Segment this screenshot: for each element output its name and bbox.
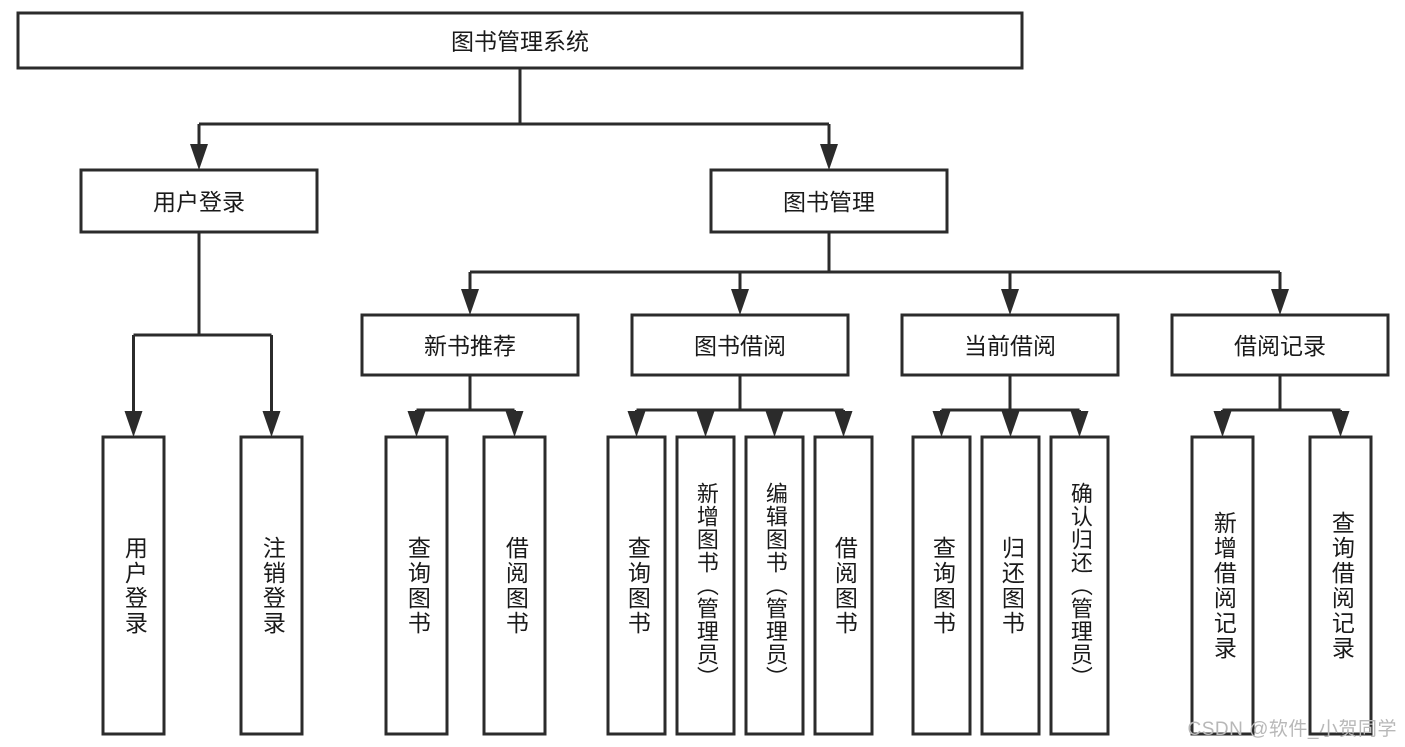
connector-layer xyxy=(124,68,1350,437)
node-root: 图书管理系统 xyxy=(451,29,589,55)
node-level3-2: 当前借阅 xyxy=(964,333,1056,359)
node-box-layer xyxy=(16,11,1390,736)
node-level3-0: 新书推荐 xyxy=(424,333,516,359)
node-level2-0: 用户登录 xyxy=(153,189,245,215)
watermark: CSDN @软件_小贺同学 xyxy=(1187,719,1397,740)
node-level2-1: 图书管理 xyxy=(783,189,875,215)
node-level3-3: 借阅记录 xyxy=(1234,333,1326,359)
node-level3-1: 图书借阅 xyxy=(694,333,786,359)
